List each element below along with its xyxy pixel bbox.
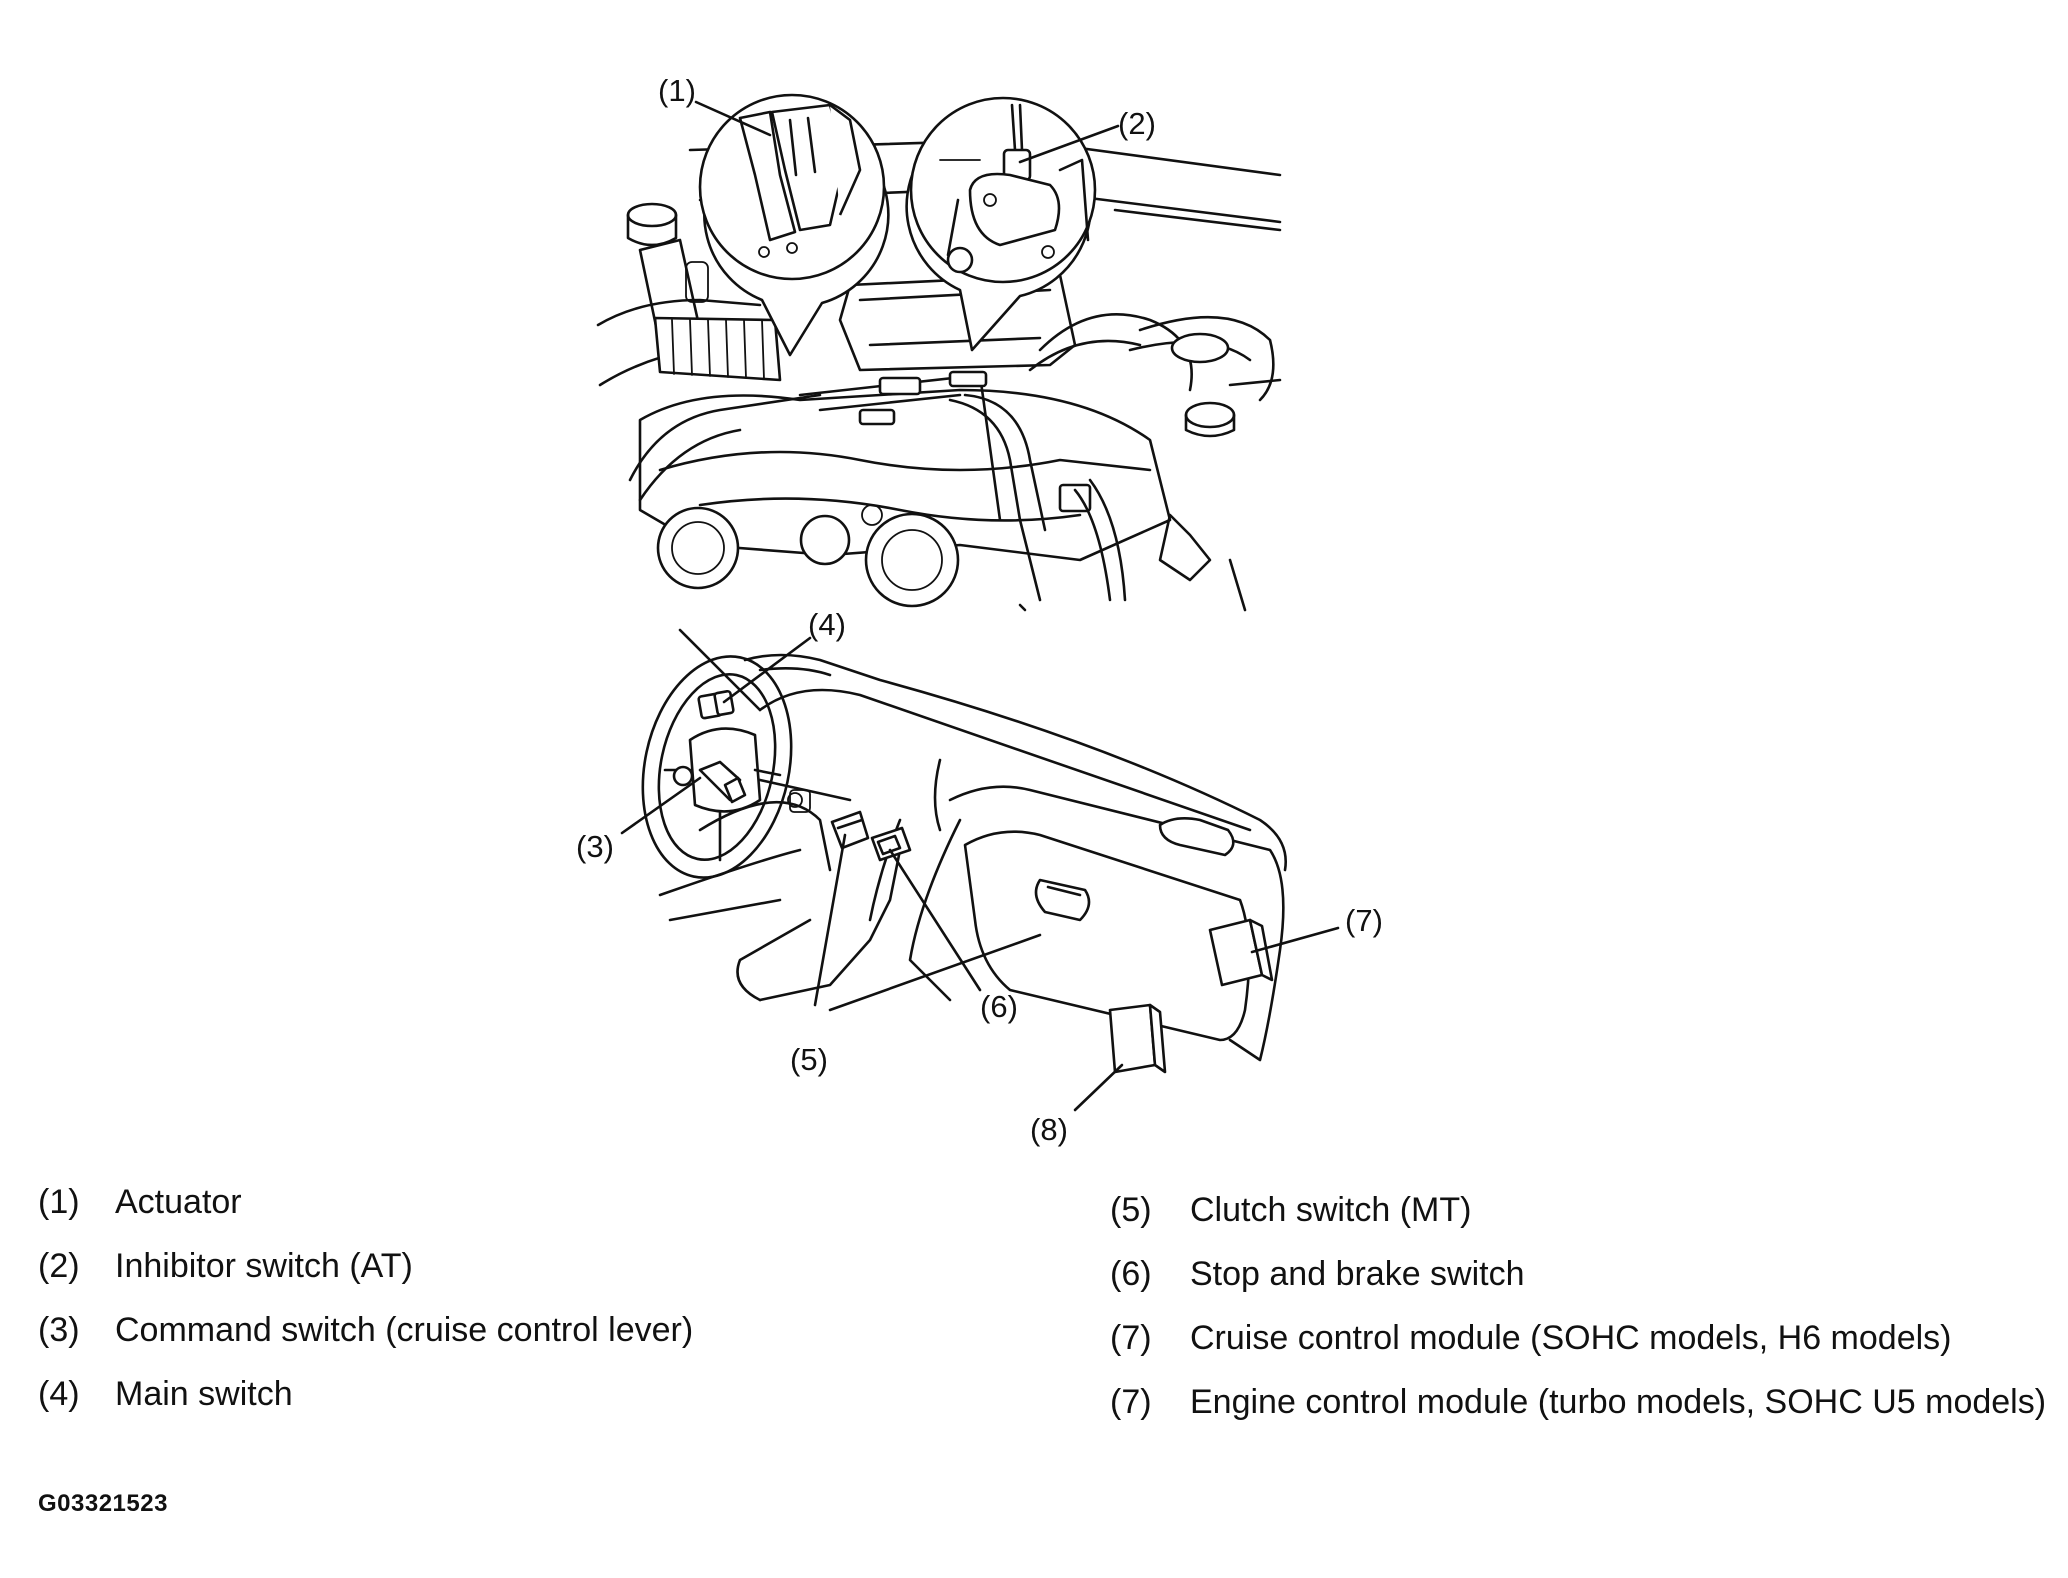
legend-number: (7)	[1110, 1319, 1152, 1357]
callout-7: (7)	[1345, 903, 1383, 938]
legend-number: (5)	[1110, 1191, 1152, 1229]
legend-right: (5) Clutch switch (MT) (6) Stop and brak…	[1110, 1190, 2060, 1470]
callout-6: (6)	[980, 989, 1018, 1024]
engine-bay-illustration	[596, 138, 1282, 612]
legend-left: (1) Actuator (2) Inhibitor switch (AT) (…	[38, 1182, 938, 1413]
legend-text: Clutch switch (MT)	[1190, 1191, 1472, 1229]
legend-number: (6)	[1110, 1255, 1152, 1293]
callout-8: (8)	[1030, 1112, 1068, 1147]
main-switch-marker	[697, 689, 735, 720]
callout-3: (3)	[576, 829, 614, 864]
component-location-diagram: (1) (2) (3) (4) (5) (6) (7) (8)	[576, 73, 1383, 1147]
legend-text: Inhibitor switch (AT)	[115, 1247, 413, 1285]
actuator-detail-bubble	[698, 93, 890, 357]
callout-1: (1)	[658, 73, 696, 108]
stop-brake-switch-marker	[870, 826, 912, 862]
legend-number: (7)	[1110, 1383, 1152, 1421]
legend-text: Cruise control module (SOHC models, H6 m…	[1190, 1319, 1952, 1357]
legend-number: (2)	[38, 1247, 80, 1285]
clutch-switch-marker	[830, 810, 870, 850]
legend-number: (3)	[38, 1311, 80, 1349]
module-8-marker	[1108, 1003, 1167, 1074]
legend-number: (1)	[38, 1183, 80, 1221]
inhibitor-switch-detail-bubble	[905, 96, 1097, 352]
callout-2: (2)	[1118, 106, 1156, 141]
legend-text: Engine control module (turbo models, SOH…	[1190, 1383, 2047, 1421]
legend-text: Command switch (cruise control lever)	[115, 1311, 694, 1349]
leader-lines	[620, 100, 1340, 1112]
legend-text: Main switch	[115, 1375, 293, 1413]
callout-4: (4)	[808, 607, 846, 642]
command-switch-marker	[672, 760, 747, 804]
figure-code: G03321523	[38, 1490, 168, 1517]
legend-number: (4)	[38, 1375, 80, 1413]
legend-text: Stop and brake switch	[1190, 1255, 1525, 1293]
cruise-control-module-marker	[1208, 918, 1274, 987]
callout-5: (5)	[790, 1042, 828, 1077]
legend-text: Actuator	[115, 1183, 242, 1221]
